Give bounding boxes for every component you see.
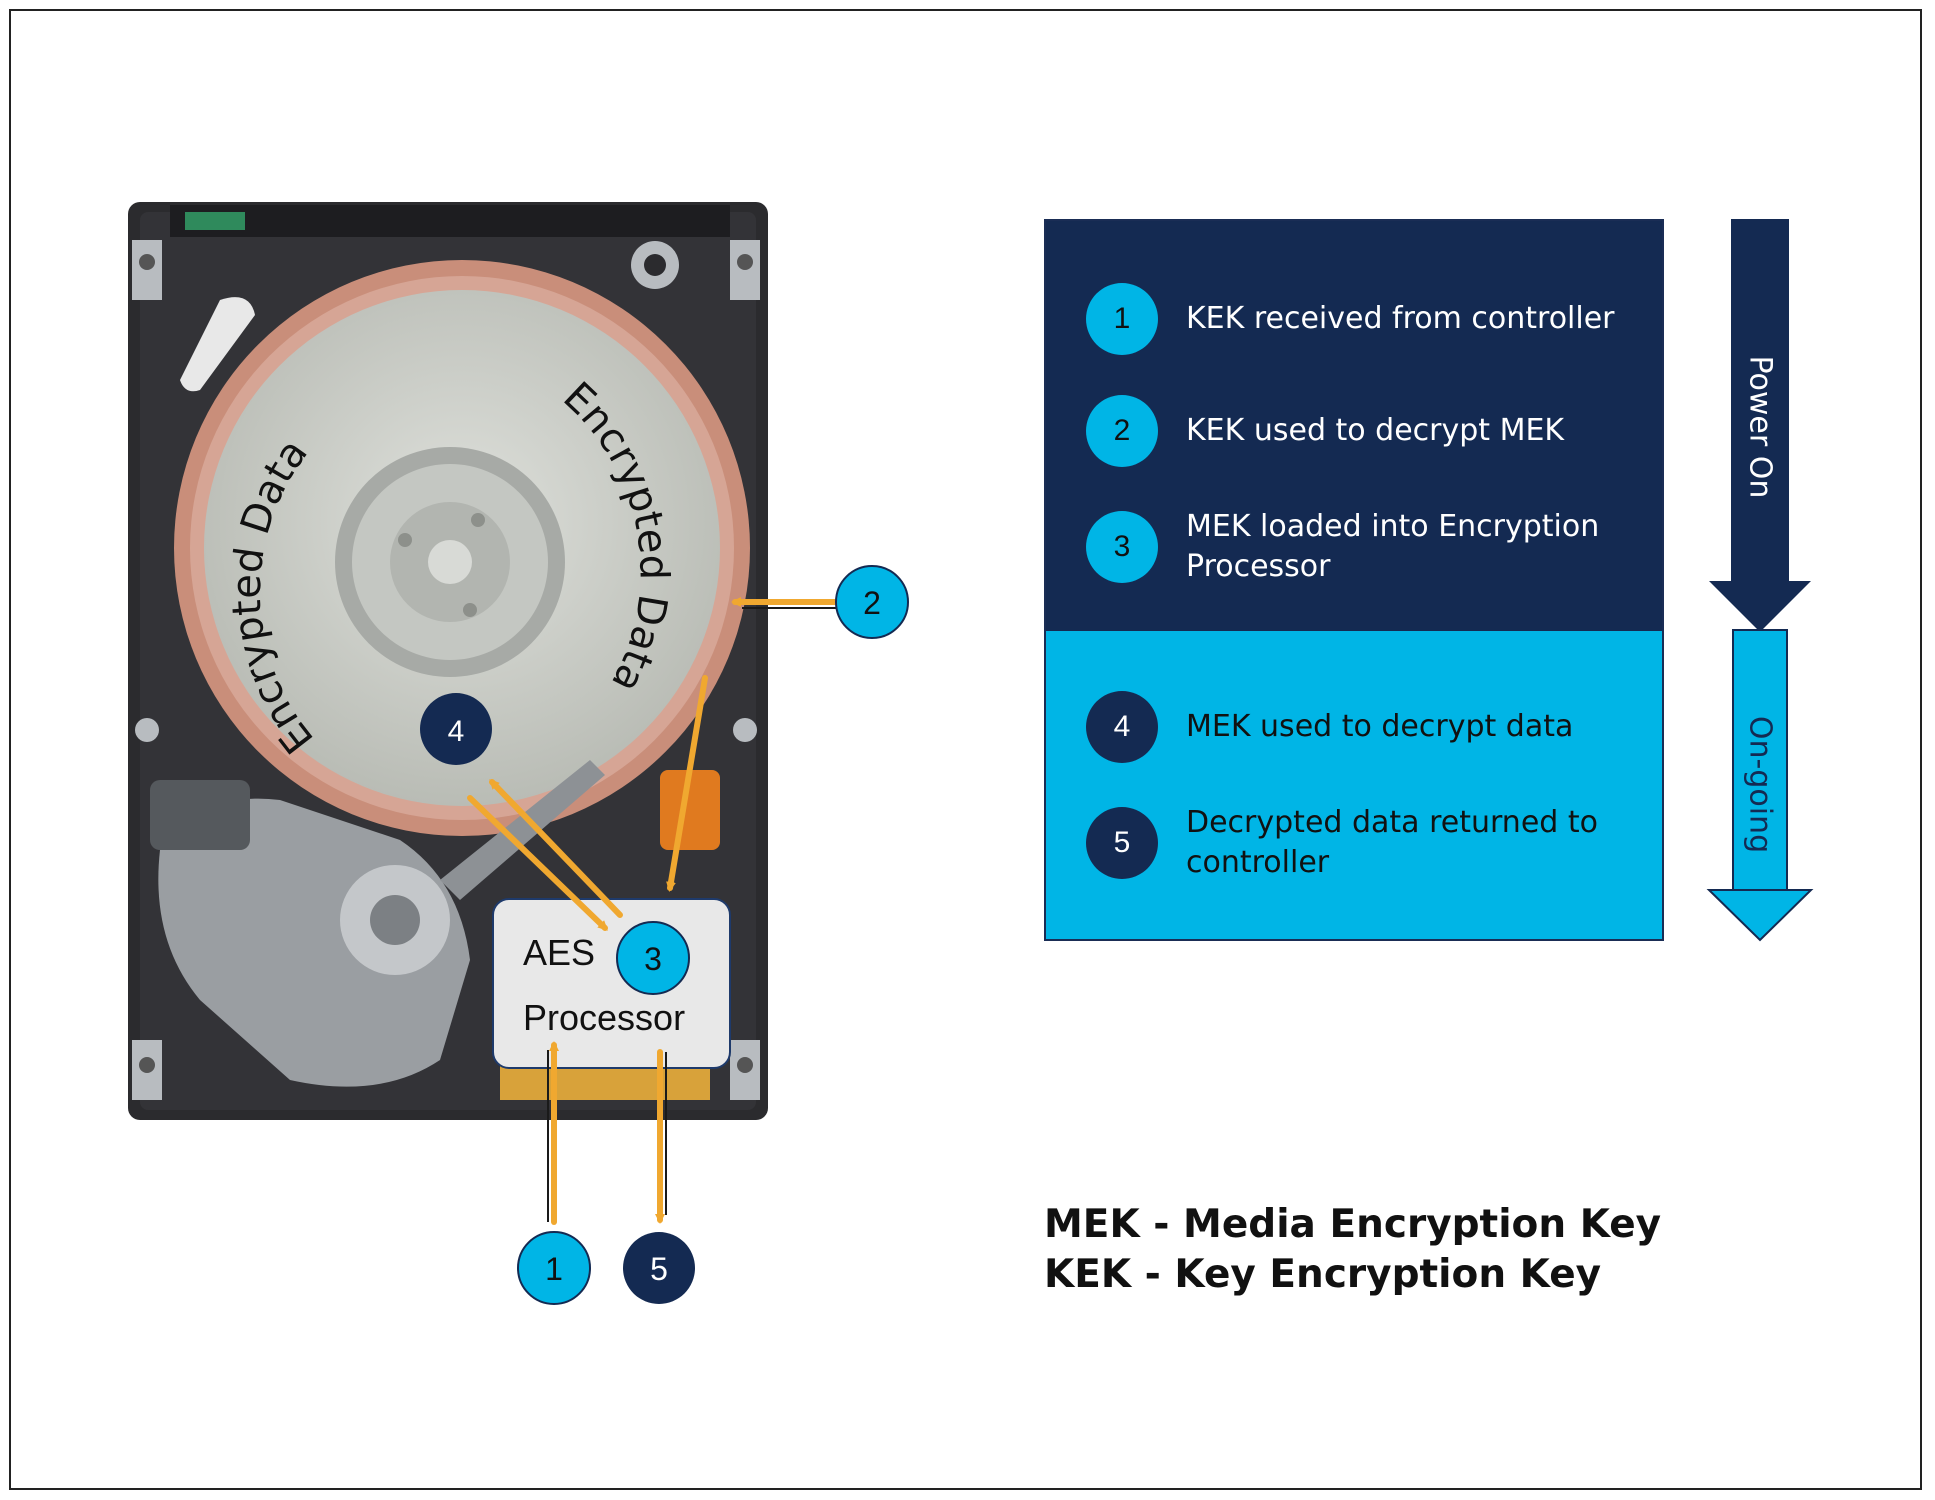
- aes-processor-box: [492, 898, 731, 1069]
- ongoing-section: 4 MEK used to decrypt data 5 Decrypted d…: [1046, 631, 1662, 939]
- data-flow-arrows: [467, 597, 841, 1225]
- step-3-text-line1: MEK loaded into Encryption: [1186, 509, 1600, 544]
- step-2-text: KEK used to decrypt MEK: [1186, 413, 1565, 448]
- arrow-head-to-processor: [467, 795, 608, 931]
- step-5-text-line2: controller: [1186, 845, 1330, 880]
- aes-processor-line2: Processor: [523, 997, 685, 1038]
- step-2-badge: 2: [1086, 395, 1158, 467]
- step-1-badge: 1: [1086, 283, 1158, 355]
- power-on-arrow: [1709, 219, 1811, 632]
- legend-kek: KEK - Key Encryption Key: [1044, 1252, 1602, 1297]
- step-3-badge: 3: [1086, 511, 1158, 583]
- svg-text:5: 5: [650, 1251, 668, 1287]
- svg-text:3: 3: [644, 941, 662, 977]
- power-on-section: 1 KEK received from controller 2 KEK use…: [1046, 221, 1662, 631]
- step-5-badge: 5: [1086, 807, 1158, 879]
- step-3-text-line2: Processor: [1186, 549, 1331, 584]
- svg-text:4: 4: [448, 715, 465, 748]
- step-4-text: MEK used to decrypt data: [1186, 709, 1574, 744]
- marker-3: 3: [616, 921, 690, 995]
- svg-text:1: 1: [545, 1251, 563, 1287]
- marker-1: 1: [517, 1231, 591, 1305]
- marker-4: 4: [420, 693, 492, 765]
- steps-panel: 1 KEK received from controller 2 KEK use…: [1044, 219, 1664, 941]
- step-5-text: Decrypted data returned to controller: [1186, 803, 1598, 883]
- step-4: 4 MEK used to decrypt data: [1086, 691, 1642, 763]
- aes-processor-line1: AES: [523, 932, 595, 973]
- step-1-text: KEK received from controller: [1186, 301, 1615, 336]
- platter: [174, 260, 750, 836]
- svg-text:2: 2: [863, 585, 881, 621]
- arrow-outlines: [547, 607, 838, 1222]
- step-5-text-line1: Decrypted data returned to: [1186, 805, 1598, 840]
- step-2: 2 KEK used to decrypt MEK: [1086, 395, 1642, 467]
- step-5: 5 Decrypted data returned to controller: [1086, 803, 1642, 883]
- step-1: 1 KEK received from controller: [1086, 283, 1642, 355]
- marker-2: 2: [835, 565, 909, 639]
- arrow-processor-to-head: [489, 779, 623, 918]
- flex-circuit: [500, 1065, 710, 1100]
- actuator-arm: [150, 760, 720, 1087]
- power-on-label: Power On: [1742, 355, 1778, 499]
- step-3-text: MEK loaded into Encryption Processor: [1186, 507, 1599, 587]
- ongoing-arrow: [1706, 629, 1814, 942]
- marker-5: 5: [623, 1232, 695, 1304]
- legend: MEK - Media Encryption Key KEK - Key Enc…: [1044, 1200, 1661, 1300]
- arrow-platter-to-processor: [666, 675, 708, 892]
- step-3: 3 MEK loaded into Encryption Processor: [1086, 507, 1642, 587]
- legend-mek: MEK - Media Encryption Key: [1044, 1202, 1662, 1247]
- ongoing-label: On-going: [1742, 715, 1778, 854]
- step-4-badge: 4: [1086, 691, 1158, 763]
